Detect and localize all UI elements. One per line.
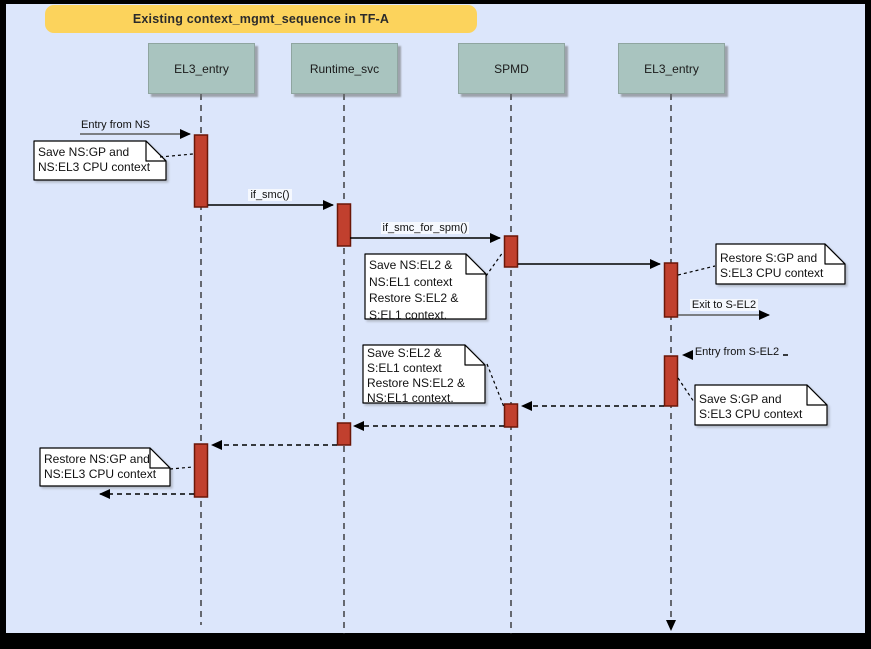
note-shapes	[33, 140, 846, 487]
activation-bar	[336, 422, 352, 446]
note-fold-icon	[465, 253, 487, 275]
note-connector	[677, 377, 695, 403]
page-title: Existing context_mgmt_sequence in TF-A	[132, 12, 390, 26]
note-connector	[159, 153, 194, 158]
note-fold-icon	[464, 344, 486, 366]
note-fold-icon	[806, 384, 828, 406]
message-label-entry-from-s-el2: Entry from S-EL2	[692, 346, 782, 358]
activation-bar	[503, 235, 519, 268]
note-connectors	[159, 153, 716, 470]
lifeline-header-el3-entry-left: EL3_entry	[148, 43, 255, 94]
activation-bar	[663, 355, 679, 407]
note-connector	[677, 265, 716, 276]
activation-bar	[193, 443, 209, 498]
note-restore-ns-gp: Restore NS:GP and NS:EL3 CPU context	[44, 452, 157, 481]
note-save-s-gp: Save S:GP and S:EL3 CPU context	[699, 392, 803, 421]
title-banner: Existing context_mgmt_sequence in TF-A	[45, 5, 477, 33]
activation-bar	[503, 403, 519, 428]
note-connector	[486, 363, 505, 408]
lifeline-header-el3-entry-right: EL3_entry	[618, 43, 725, 94]
note-restore-s-gp: Restore S:GP and S:EL3 CPU context	[720, 251, 824, 280]
lifeline-header-runtime-svc: Runtime_svc	[291, 43, 398, 94]
lifeline-label: EL3_entry	[644, 61, 699, 76]
note-shape	[33, 140, 167, 181]
note-save-ns-gp: Save NS:GP and NS:EL3 CPU context	[38, 145, 151, 174]
note-shape	[364, 253, 487, 320]
activation-bar	[663, 262, 679, 318]
message-label-exit-to-s-el2: Exit to S-EL2	[689, 299, 759, 311]
note-fold-icon	[824, 243, 846, 265]
note-shape	[39, 447, 171, 487]
lifeline-label: SPMD	[494, 61, 529, 76]
message-arrows	[80, 129, 788, 499]
note-save-ns-el2: Save NS:EL2 & NS:EL1 context Restore S:E…	[369, 258, 459, 322]
activation-bar	[193, 134, 209, 208]
note-shape	[362, 344, 486, 404]
message-label-entry-from-ns: Entry from NS	[81, 119, 151, 131]
message-label-if-smc: if_smc()	[248, 189, 292, 201]
lifeline-label: Runtime_svc	[309, 61, 380, 76]
lifeline-label: EL3_entry	[174, 61, 229, 76]
message-label-if-smc-for-spm: if_smc_for_spm()	[380, 222, 470, 234]
lifeline-header-spmd: SPMD	[458, 43, 565, 94]
note-connector	[485, 251, 504, 277]
note-connector	[169, 466, 194, 470]
note-shape	[694, 384, 828, 426]
note-fold-icon	[149, 447, 171, 469]
activation-bar	[336, 203, 352, 247]
note-fold-icon	[145, 140, 167, 162]
note-shape	[715, 243, 846, 285]
activation-bars	[193, 134, 679, 498]
note-save-s-el2: Save S:EL2 & S:EL1 context Restore NS:EL…	[367, 346, 466, 405]
